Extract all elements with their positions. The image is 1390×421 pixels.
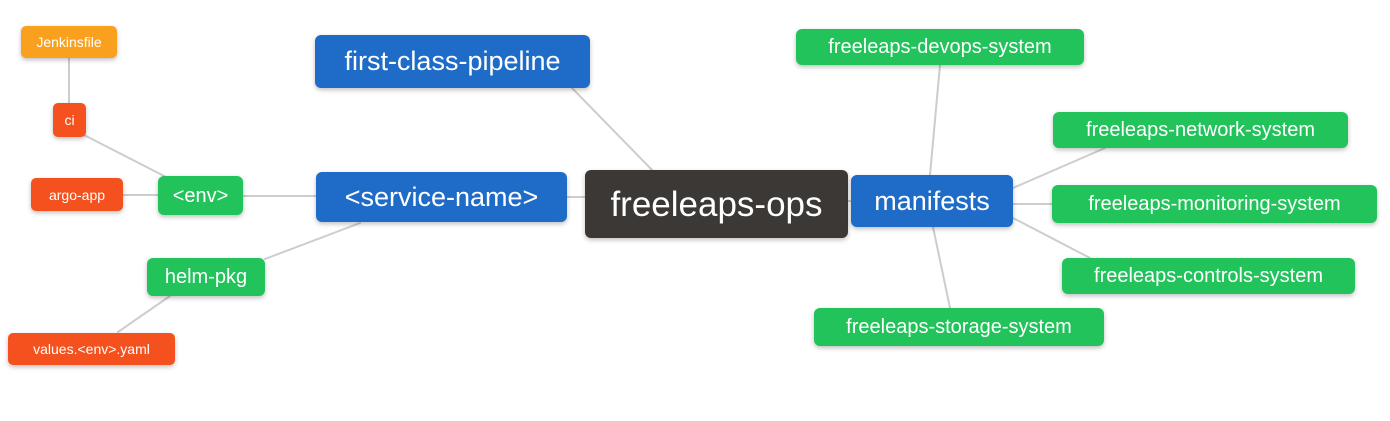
node-freeleaps-controls-system[interactable]: freeleaps-controls-system [1062, 258, 1355, 294]
node-freeleaps-ops-root[interactable]: freeleaps-ops [585, 170, 848, 238]
node-ci[interactable]: ci [53, 103, 86, 137]
edge-first-class-pipeline-freeleaps-ops [571, 87, 654, 172]
node-values-env-yaml[interactable]: values.<env>.yaml [8, 333, 175, 365]
node-freeleaps-storage-system[interactable]: freeleaps-storage-system [814, 308, 1104, 346]
edge-service-name-helm-pkg [264, 222, 361, 260]
edge-manifests-devops-system [929, 64, 941, 176]
edge-ci-env [83, 134, 169, 179]
node-freeleaps-monitoring-system[interactable]: freeleaps-monitoring-system [1052, 185, 1377, 223]
edge-helm-pkg-values-env-yaml [117, 295, 171, 333]
node-service-name[interactable]: <service-name> [316, 172, 567, 222]
node-manifests[interactable]: manifests [851, 175, 1013, 227]
node-helm-pkg[interactable]: helm-pkg [147, 258, 265, 296]
edge-manifests-controls-system [1012, 217, 1091, 259]
node-first-class-pipeline[interactable]: first-class-pipeline [315, 35, 590, 88]
node-env[interactable]: <env> [158, 176, 243, 215]
node-jenkinsfile[interactable]: Jenkinsfile [21, 26, 117, 58]
edge-manifests-storage-system [932, 226, 951, 309]
node-freeleaps-devops-system[interactable]: freeleaps-devops-system [796, 29, 1084, 65]
node-freeleaps-network-system[interactable]: freeleaps-network-system [1053, 112, 1348, 148]
edge-manifests-network-system [1012, 147, 1106, 189]
node-argo-app[interactable]: argo-app [31, 178, 123, 211]
